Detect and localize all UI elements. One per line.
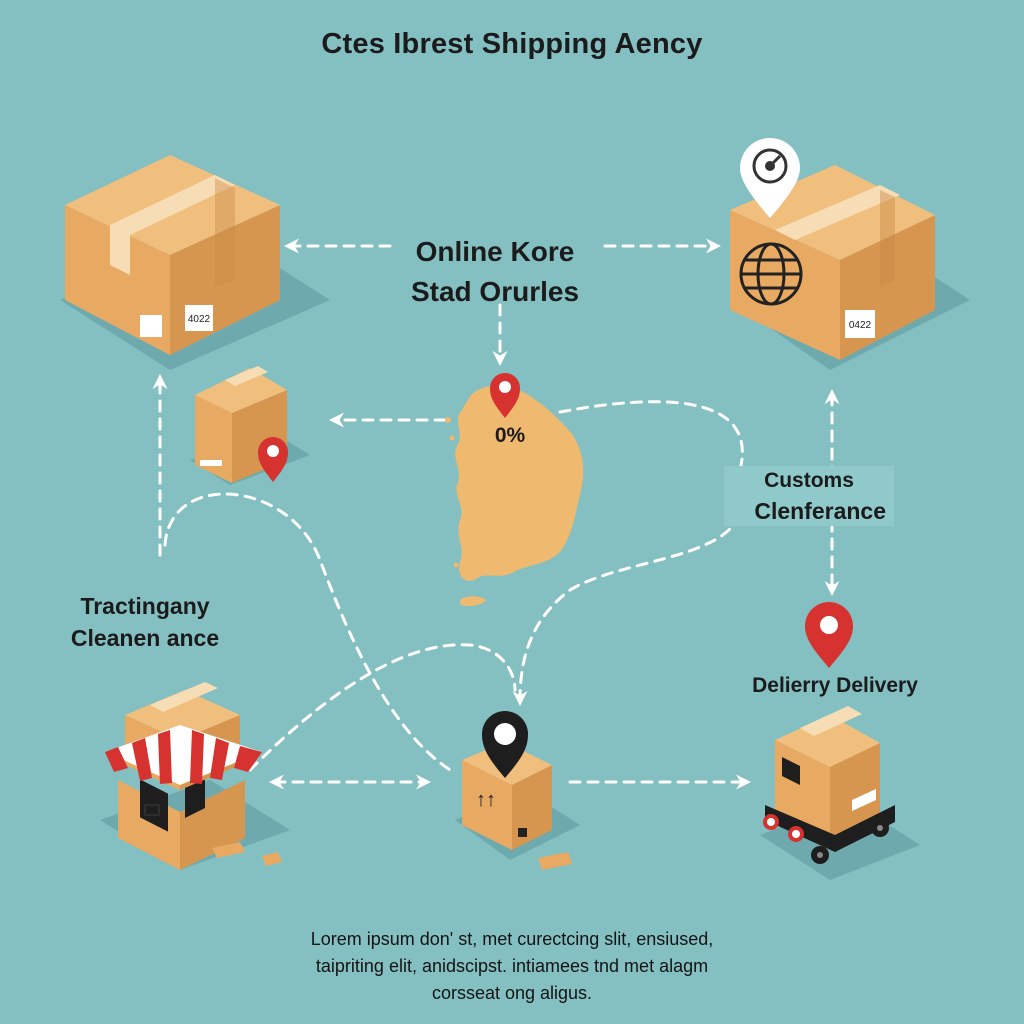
- this-side-up-icon: ↑↑: [476, 789, 496, 811]
- customs-label-line1: Customs: [764, 469, 854, 492]
- caption-line1: Lorem ipsum don' st, met curectcing slit…: [310, 929, 714, 949]
- connectors: [152, 238, 840, 790]
- tracking-label-line2: Cleanen ance: [70, 625, 220, 651]
- location-pin-icon: [258, 437, 288, 482]
- center-label: Online Kore Stad Orurles: [370, 232, 620, 312]
- globe-icon: [739, 242, 803, 306]
- tracking-label-line1: Tractingany: [80, 593, 210, 619]
- awning: [105, 725, 262, 785]
- curve-left-loop: [163, 492, 452, 772]
- curve-shop-up: [248, 643, 517, 772]
- korea-map: [445, 385, 584, 607]
- caption-line2: taipriting elit, anidscipst. intiamees t…: [315, 956, 709, 976]
- center-label-line2: Stad Orurles: [410, 276, 580, 307]
- tracking-label: Tractingany Cleanen ance: [40, 590, 250, 654]
- customs-label-line2: Clenferance: [754, 498, 886, 524]
- package-box-center: ↑↑: [462, 711, 572, 870]
- target-pin-icon: [740, 138, 800, 218]
- center-label-line1: Online Kore: [415, 236, 575, 267]
- curve-customs-down: [512, 513, 742, 706]
- black-pin-icon: [482, 711, 528, 778]
- caption-line3: corsseat ong aligus.: [431, 983, 593, 1003]
- package-box-large-right: 0422: [730, 138, 935, 360]
- page-title: Ctes Ibrest Shipping Aency: [321, 28, 703, 60]
- map-location-pin-icon: [490, 373, 520, 418]
- delivery-label: Delierry Delivery: [752, 674, 918, 697]
- package-box-small-left: [195, 366, 288, 483]
- delivery-pin-icon: [805, 602, 853, 668]
- shop-storefront: [105, 682, 282, 870]
- map-percent: 0%: [494, 424, 526, 447]
- box-code-right: 0422: [849, 320, 872, 331]
- customs-label: Customs Clenferance: [724, 466, 894, 526]
- caption-text: Lorem ipsum don' st, met curectcing slit…: [212, 926, 812, 1007]
- delivery-truck: [763, 706, 895, 864]
- box-code-left-a: 4022: [188, 314, 211, 325]
- package-box-large-left: 4022: [65, 155, 280, 355]
- curve-map-right: [558, 400, 744, 472]
